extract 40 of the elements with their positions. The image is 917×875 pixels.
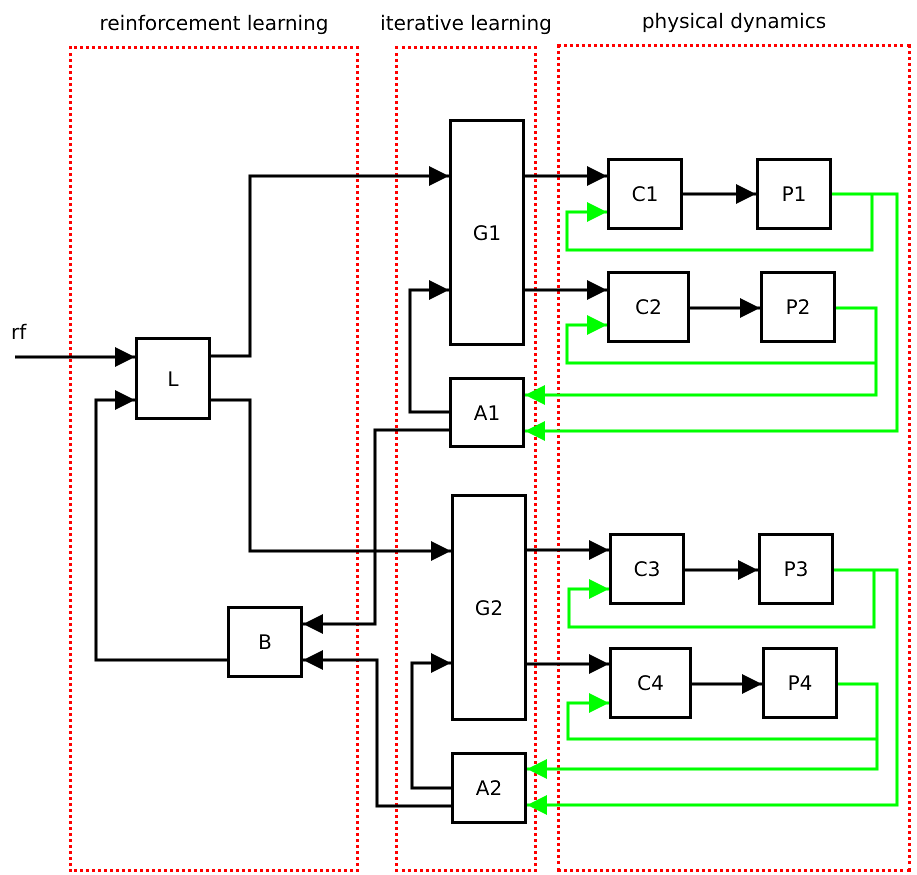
arrow [408,280,449,414]
arrow [527,654,609,674]
process-box: C1 [607,158,683,230]
arrow [211,166,449,358]
process-box: P3 [758,533,834,605]
process-box: P1 [756,158,832,230]
process-box: B [227,606,303,678]
process-box: P4 [762,647,838,719]
arrow [211,398,451,561]
arrow [685,560,758,580]
arrow [15,347,135,367]
arrow [525,306,878,405]
process-box: A2 [451,752,527,824]
arrow [527,540,609,560]
process-box: C3 [609,533,685,605]
arrow [525,280,607,300]
arrow [527,682,878,779]
group-heading: physical dynamics [642,8,826,35]
arrow [410,653,451,790]
arrow [94,390,227,662]
arrow [566,192,874,252]
arrow [525,192,898,441]
process-box: C2 [607,271,690,343]
arrow [303,650,451,808]
signal-label: rf [11,322,26,342]
arrow [525,166,607,186]
process-box: A1 [449,377,525,448]
arrow [303,428,449,634]
group-heading: iterative learning [380,10,552,37]
process-box: P2 [760,271,836,343]
arrow [683,184,756,204]
arrow [692,674,762,694]
arrow [690,298,760,318]
process-box: G2 [451,494,527,721]
arrow [568,568,876,628]
process-box: C4 [609,647,692,719]
process-box: G1 [449,119,525,346]
arrow [527,568,898,815]
process-box: L [135,337,211,420]
group-heading: reinforcement learning [100,10,328,37]
